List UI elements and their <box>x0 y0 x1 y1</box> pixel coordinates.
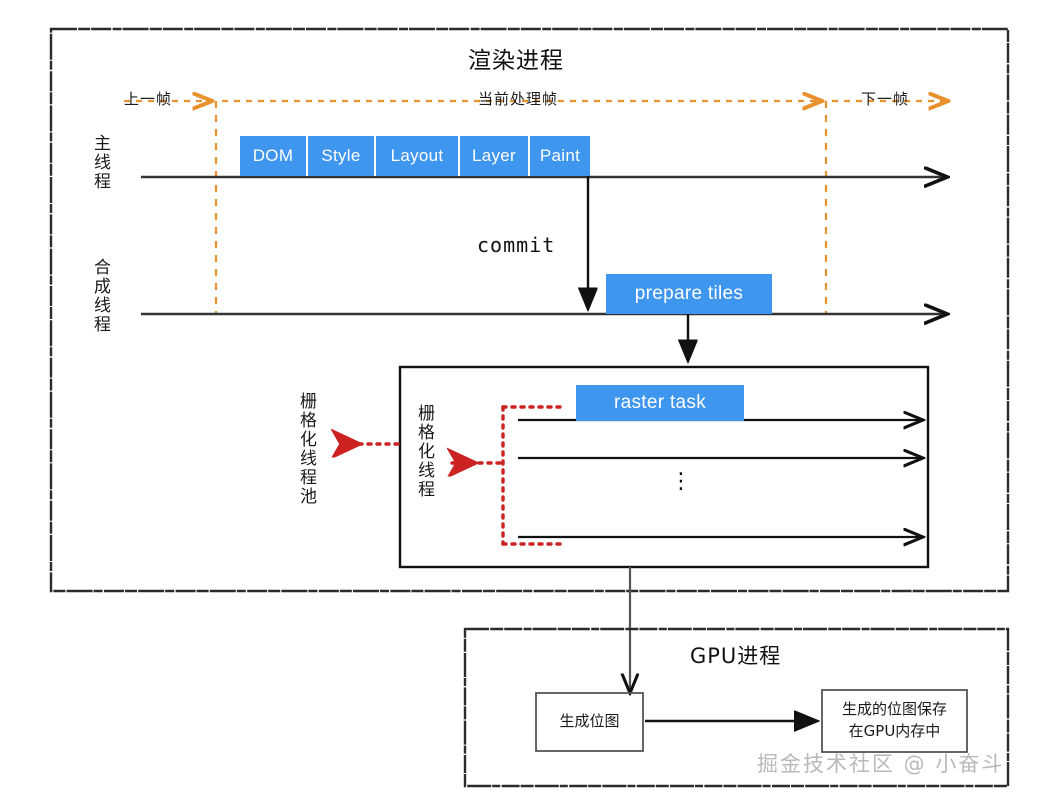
gpu-node-boxes <box>535 689 968 753</box>
frame-marker-next: 下一帧 <box>861 90 910 108</box>
raster-thread-dispatch-lines <box>336 405 562 546</box>
prepare-tiles-chip[interactable]: prepare tiles <box>606 274 772 314</box>
raster-thread-pool-label: 栅格化线程池 <box>295 392 316 506</box>
raster-lane-arrows <box>518 420 922 537</box>
raster-task-chip[interactable]: raster task <box>576 385 744 421</box>
frame-marker-current: 当前处理帧 <box>478 90 559 108</box>
commit-label: commit <box>477 233 556 257</box>
stage-chip-style[interactable]: Style <box>308 136 376 176</box>
watermark: 掘金技术社区 @ 小奋斗 <box>757 752 1005 776</box>
stage-chip-layer[interactable]: Layer <box>460 136 530 176</box>
lane-label-compositor-thread: 合成线程 <box>89 258 110 334</box>
lane-label-main-thread: 主线程 <box>89 134 110 191</box>
raster-box-border <box>398 365 930 569</box>
gpu-process-border <box>463 627 1010 788</box>
raster-thread-label: 栅格化线程 <box>413 404 434 499</box>
gpu-process-title: GPU进程 <box>690 644 782 668</box>
raster-lane-ellipsis-icon: ⋮ <box>670 469 692 494</box>
gpu-node-generate-bitmap[interactable]: 生成位图 <box>559 712 620 731</box>
stage-chip-paint[interactable]: Paint <box>530 136 590 176</box>
render-process-border <box>49 27 1010 593</box>
stage-chip-dom[interactable]: DOM <box>240 136 308 176</box>
frame-marker-previous: 上一帧 <box>124 90 173 108</box>
gpu-node-bitmap-stored-in-gpu-memory[interactable]: 生成的位图保存 在GPU内存中 <box>841 700 947 740</box>
render-process-title: 渲染进程 <box>468 48 564 74</box>
stage-chip-layout[interactable]: Layout <box>376 136 460 176</box>
